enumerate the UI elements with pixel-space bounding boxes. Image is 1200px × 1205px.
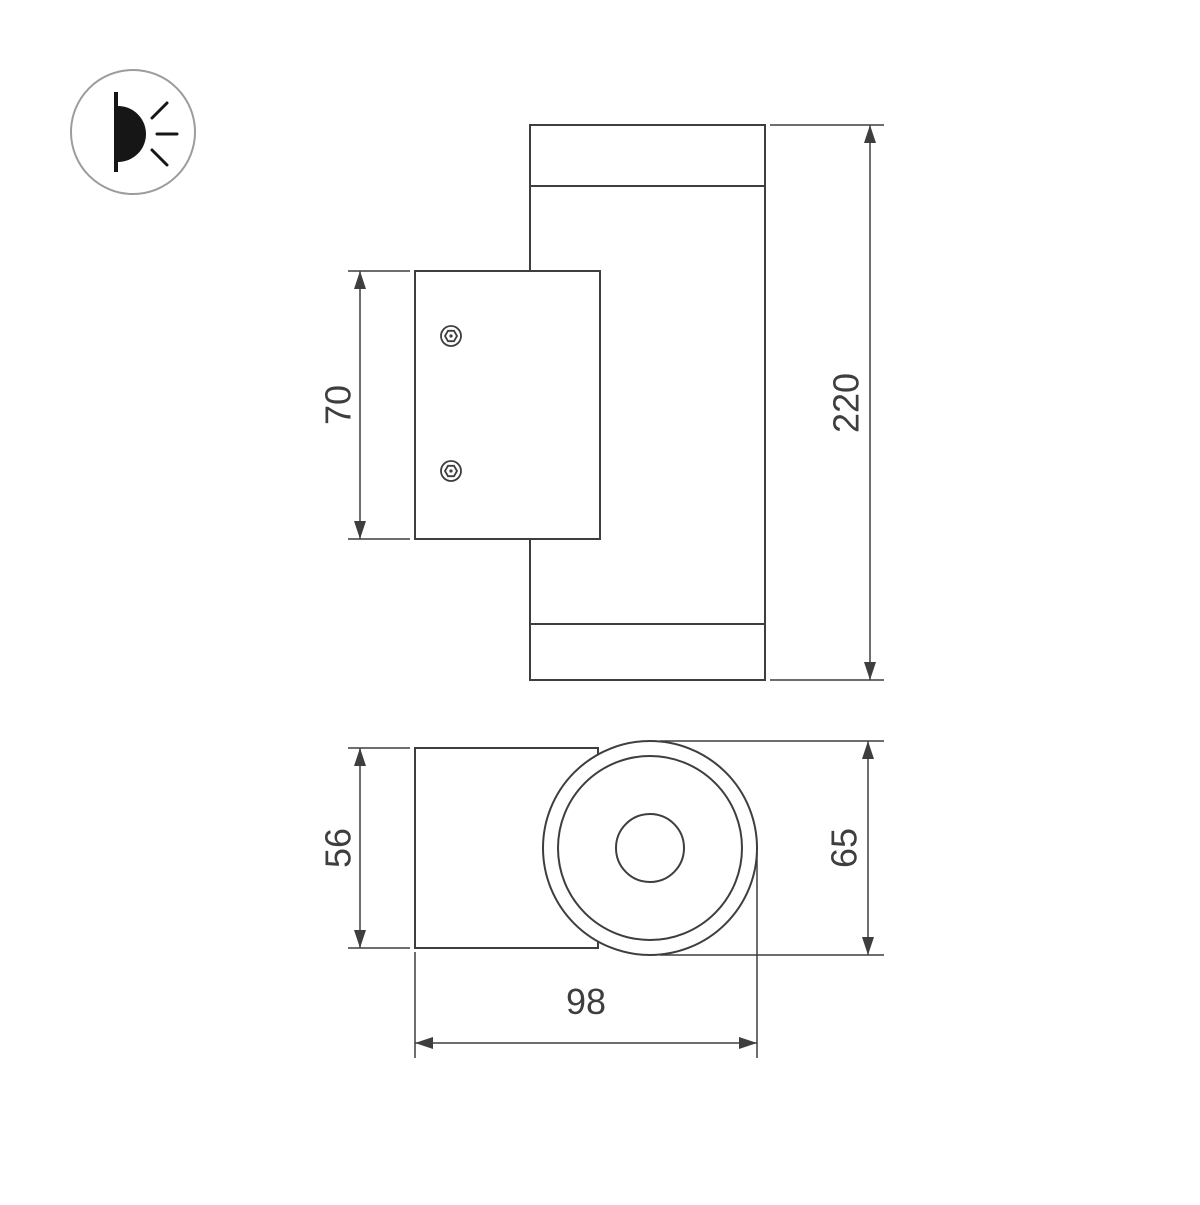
screw-bottom — [440, 460, 462, 482]
screw-hex — [443, 464, 459, 478]
mounting-plate — [414, 270, 601, 540]
dimension-label: 65 — [824, 828, 865, 868]
icon-lamp-shape — [118, 106, 146, 162]
icon-light-ray — [150, 148, 169, 167]
arrowhead-up — [862, 741, 874, 759]
arrowhead-up — [354, 271, 366, 289]
screw-head-circle — [440, 325, 462, 347]
dimension-label: 98 — [566, 981, 606, 1022]
dimension-plate-height: 70 — [318, 270, 410, 540]
arrowhead-left — [415, 1037, 433, 1049]
arrowhead-right — [739, 1037, 757, 1049]
arrowhead-up — [864, 125, 876, 143]
lamp-body-outer-circle — [542, 740, 758, 956]
dimension-body-diameter: 65 — [660, 740, 884, 956]
plan-view — [414, 740, 758, 956]
arrowhead-down — [862, 937, 874, 955]
screw-center-dot — [449, 334, 453, 338]
arrowhead-down — [354, 521, 366, 539]
arrowhead-down — [354, 930, 366, 948]
dimension-body-height: 220 — [770, 124, 884, 681]
lamp-lens-circle — [615, 813, 685, 883]
lamp-body-rim-circle — [557, 755, 743, 941]
screw-center-dot — [449, 469, 453, 473]
dimension-label: 56 — [318, 828, 359, 868]
dimension-bracket-width: 56 — [318, 747, 410, 949]
wall-light-icon — [70, 69, 196, 195]
screw-hex — [443, 329, 459, 343]
dimension-total-depth: 98 — [414, 852, 758, 1058]
screw-top — [440, 325, 462, 347]
side-view — [414, 124, 766, 681]
arrowhead-down — [864, 662, 876, 680]
screw-head-circle — [440, 460, 462, 482]
arrowhead-up — [354, 748, 366, 766]
icon-light-ray — [150, 101, 169, 120]
dimension-label: 220 — [826, 373, 867, 433]
icon-circle — [70, 69, 196, 195]
dimension-label: 70 — [318, 385, 359, 425]
